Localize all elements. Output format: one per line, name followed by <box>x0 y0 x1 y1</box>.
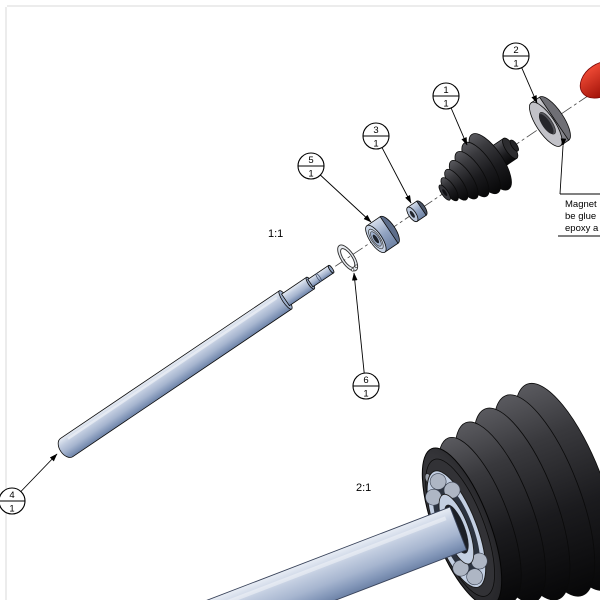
bellows-stack <box>438 133 519 202</box>
svg-text:1: 1 <box>363 389 368 400</box>
svg-text:1: 1 <box>9 504 14 515</box>
svg-text:1: 1 <box>513 59 518 70</box>
note-line-1: Magnet <box>565 199 597 210</box>
balloon-6: 6 1 <box>351 272 380 400</box>
svg-text:4: 4 <box>9 490 14 501</box>
balloon-2: 2 1 <box>502 42 538 104</box>
svg-text:6: 6 <box>363 375 368 386</box>
svg-text:1: 1 <box>443 85 448 96</box>
balloon-1: 1 1 <box>432 82 468 146</box>
shaft <box>57 264 335 458</box>
note-line-2: be glue <box>565 211 596 222</box>
svg-text:5: 5 <box>308 155 313 166</box>
svg-text:1: 1 <box>308 169 313 180</box>
svg-text:1: 1 <box>373 139 378 150</box>
balloon-4: 4 1 <box>0 453 58 515</box>
svg-text:2: 2 <box>513 45 518 56</box>
bearing <box>365 215 400 254</box>
ring-magnet <box>529 96 571 147</box>
exploded-view <box>57 60 600 458</box>
svg-text:1: 1 <box>443 99 448 110</box>
scale-label-detail: 2:1 <box>356 482 371 494</box>
detail-view <box>154 382 600 600</box>
svg-text:3: 3 <box>373 125 378 136</box>
spacer-collar <box>406 200 428 223</box>
retaining-ring <box>337 244 359 272</box>
red-component <box>579 60 600 99</box>
balloon-3: 3 1 <box>362 122 412 204</box>
balloon-5: 5 1 <box>297 152 372 223</box>
magnet-note: Magnet be glue epoxy a <box>558 138 600 237</box>
note-line-3: epoxy a <box>565 223 599 234</box>
detail-shaft <box>154 506 468 600</box>
scale-label-exploded: 1:1 <box>268 228 283 240</box>
